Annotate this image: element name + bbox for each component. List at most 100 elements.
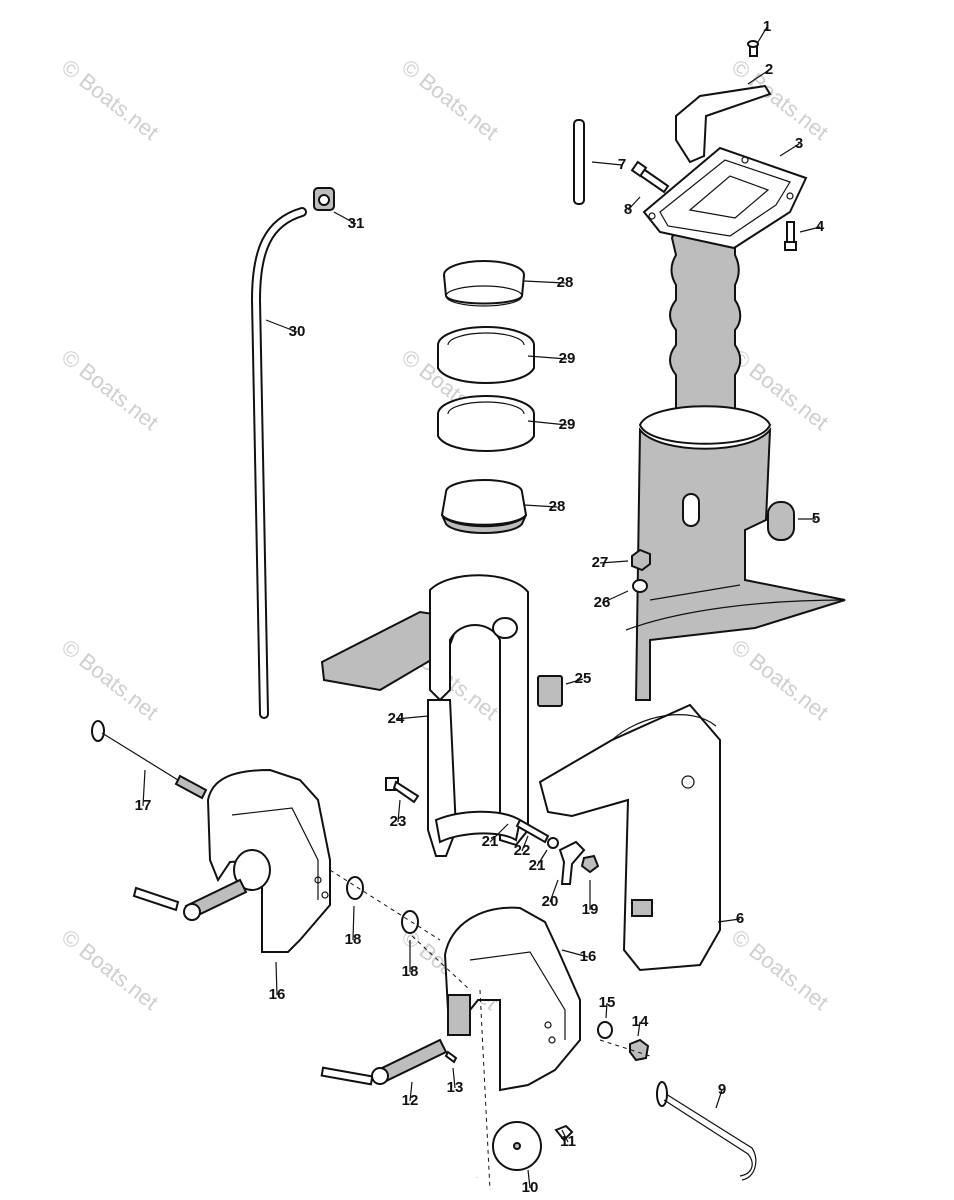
callout-leader-line	[715, 1089, 723, 1109]
washer-15	[597, 1021, 613, 1039]
callout-leader-line	[352, 905, 355, 941]
callout-label-18: 18	[402, 963, 419, 980]
callout-label-29: 29	[559, 350, 576, 367]
screw-17	[91, 720, 208, 800]
callout-leader-line	[527, 1169, 531, 1189]
callout-leader-line	[717, 918, 741, 923]
washer-18-left	[346, 876, 364, 900]
clamp-bracket-left	[206, 768, 331, 953]
screw-4	[784, 221, 797, 251]
callout-leader-line	[397, 799, 401, 823]
tube-7	[573, 119, 585, 205]
pin-22	[515, 818, 550, 844]
callout-label-30: 30	[289, 323, 306, 340]
callout-label-24: 24	[388, 710, 405, 727]
callout-leader-line	[627, 196, 641, 211]
callout-leader-line	[747, 69, 770, 85]
clamp-housing-6	[538, 703, 721, 972]
callout-leader-line	[561, 949, 589, 958]
callout-leader-line	[409, 1081, 413, 1102]
nut-21	[547, 837, 559, 849]
washer-26	[632, 579, 648, 593]
cover-plate	[675, 84, 772, 164]
callout-leader-line	[265, 319, 298, 333]
nut-19	[580, 854, 600, 874]
callout-label-10: 10	[522, 1179, 539, 1196]
callout-leader-line	[779, 143, 800, 157]
callout-label-16: 16	[269, 986, 286, 1003]
screw-1	[747, 40, 759, 57]
watermark-text: © Boats.net	[727, 634, 833, 725]
pin-13	[444, 1050, 458, 1064]
footer-line-1: .	[476, 1174, 478, 1180]
callout-leader-line	[452, 1067, 456, 1089]
callout-label-6: 6	[736, 910, 744, 927]
callout-label-18: 18	[345, 931, 362, 948]
callout-label-28: 28	[557, 274, 574, 291]
swivel-bracket	[320, 574, 529, 857]
callout-label-31: 31	[348, 215, 365, 232]
lever-20	[558, 840, 586, 885]
callout-label-20: 20	[542, 893, 559, 910]
watermark-text: © Boats.net	[397, 54, 503, 145]
callout-label-14: 14	[632, 1013, 649, 1030]
callout-label-25: 25	[575, 670, 592, 687]
callout-leader-line	[565, 678, 584, 685]
callout-leader-line	[599, 560, 629, 564]
callout-label-26: 26	[594, 594, 611, 611]
callout-label-17: 17	[135, 797, 152, 814]
callout-label-5: 5	[812, 510, 820, 527]
watermark-text: © Boats.net	[57, 344, 163, 435]
callout-leader-line	[605, 1002, 608, 1019]
bushing-upper	[443, 260, 525, 307]
callout-leader-line	[757, 26, 768, 43]
watermark-text: © Boats.net	[57, 924, 163, 1015]
watermark-text: © Boats.net	[57, 634, 163, 725]
callout-label-15: 15	[599, 994, 616, 1011]
clamp-screw-12	[320, 1038, 448, 1086]
adapter-plate	[642, 146, 808, 250]
callout-layer: 1234567891011121314151616171818192021212…	[135, 18, 825, 1196]
callout-leader-line	[527, 355, 568, 360]
callout-label-23: 23	[390, 813, 407, 830]
callout-label-29: 29	[559, 416, 576, 433]
nut-14	[629, 1038, 650, 1062]
bearing-upper	[437, 326, 535, 384]
callout-leader-line	[527, 420, 568, 426]
callout-leader-line	[591, 161, 623, 166]
callout-label-9: 9	[718, 1081, 726, 1098]
pad-25	[537, 675, 563, 707]
watermark-text: © Boats.net	[57, 54, 163, 145]
callout-label-11: 11	[560, 1133, 576, 1150]
callout-label-21: 21	[529, 857, 546, 874]
plug-5	[767, 501, 795, 541]
alignment-lines	[329, 869, 651, 1191]
callout-leader-line	[489, 823, 509, 843]
callout-label-12: 12	[402, 1092, 419, 1109]
callout-leader-line	[523, 504, 558, 508]
callout-leader-line	[799, 226, 821, 233]
washer-18-right	[401, 910, 419, 934]
callout-leader-line	[601, 590, 629, 604]
screw-8	[630, 160, 670, 194]
callout-leader-line	[275, 961, 278, 996]
callout-label-3: 3	[795, 135, 803, 152]
callout-label-4: 4	[816, 218, 825, 235]
clamp-screw-left	[132, 878, 248, 921]
bolt-23	[385, 777, 420, 804]
callout-leader-line	[549, 879, 559, 903]
grommet-31	[313, 187, 335, 211]
callout-leader-line	[521, 835, 529, 852]
callout-label-21: 21	[482, 833, 499, 850]
callout-label-8: 8	[624, 201, 632, 218]
callout-label-13: 13	[447, 1079, 464, 1096]
callout-label-22: 22	[514, 842, 531, 859]
callout-label-28: 28	[549, 498, 566, 515]
callout-leader-line	[561, 1129, 569, 1143]
callout-leader-line	[536, 849, 548, 867]
clamp-bracket-right	[443, 906, 581, 1092]
bushing-lower	[440, 479, 528, 534]
housing-opening	[682, 493, 700, 527]
callout-label-2: 2	[765, 61, 773, 78]
